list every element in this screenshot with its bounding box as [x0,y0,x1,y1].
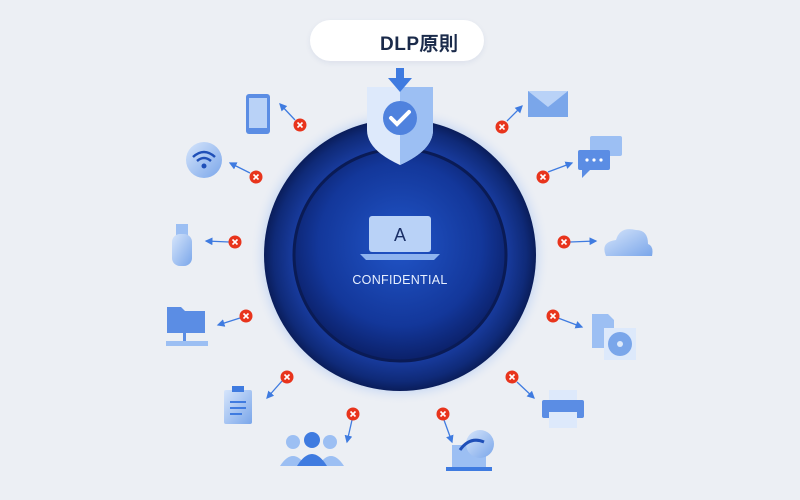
x-mark [242,312,250,320]
x-mark [549,312,557,320]
printer-icon [542,390,584,428]
sdcard-disc-icon [592,314,636,360]
dlp-policy-badge: DLP原則 [310,20,484,61]
folder-network-icon [166,307,208,346]
x-mark [283,373,291,381]
arrow-down-icon [388,68,412,92]
svg-text:A: A [394,225,406,245]
x-mark [439,410,447,418]
x-mark [560,238,568,246]
x-mark [296,121,304,129]
laptop-icon: A [360,216,440,260]
x-mark [539,173,547,181]
x-mark [508,373,516,381]
laptop-sync-icon [446,430,494,471]
mail-icon [528,91,568,117]
shield-check-icon [367,87,433,165]
x-mark [498,123,506,131]
x-mark [349,410,357,418]
usb-icon [172,224,192,266]
x-mark [231,238,239,246]
wifi-icon [186,142,222,178]
x-mark [252,173,260,181]
cloud-icon [604,229,653,256]
chat-icon [578,136,622,178]
phone-icon [246,94,270,134]
dlp-policy-title: DLP原則 [380,34,459,55]
users-icon [280,432,344,466]
clipboard-icon [224,386,252,424]
blocked-x-marks [231,121,568,418]
blocked-arrows [204,103,598,444]
confidential-label: CONFIDENTIAL [352,273,448,287]
